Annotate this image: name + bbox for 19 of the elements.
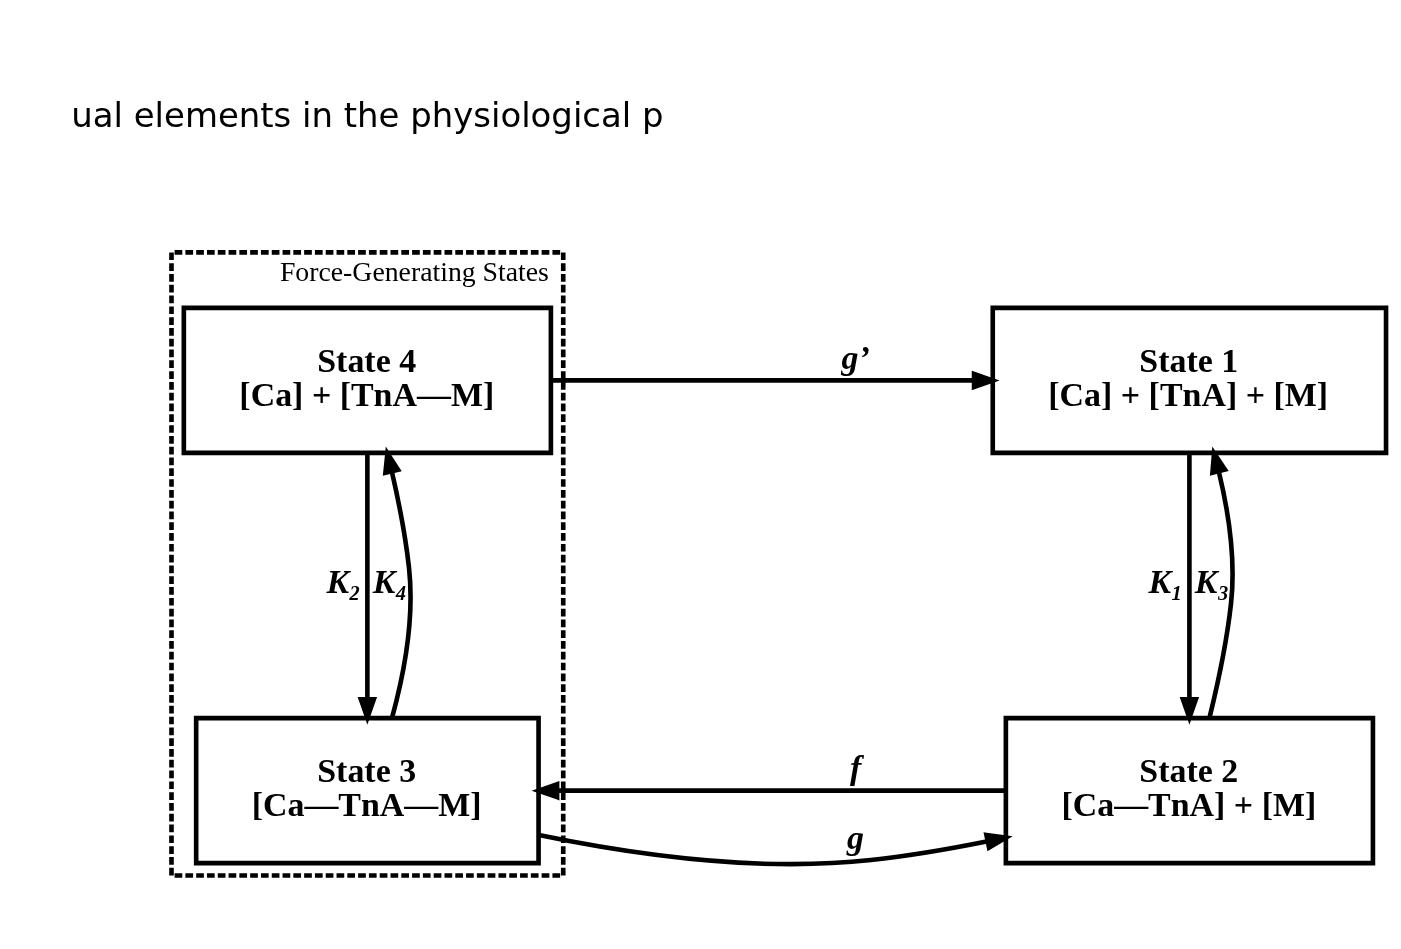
edge-label: K₂ xyxy=(326,562,361,600)
edge-label: f xyxy=(850,749,862,787)
edge-label: g’ xyxy=(841,339,870,377)
edge-label: K₁ xyxy=(1148,562,1183,600)
node-box: State 3 [Ca—TnA—M] xyxy=(193,715,541,866)
edge-label: g xyxy=(847,818,864,856)
arrow xyxy=(1179,453,1200,725)
arrow xyxy=(357,453,378,725)
node-box: State 2 [Ca—TnA] + [M] xyxy=(1003,715,1376,866)
arrow xyxy=(538,832,1013,867)
arrow xyxy=(531,780,1006,801)
edge-label: K₄ xyxy=(372,562,408,600)
arrow xyxy=(1207,446,1235,719)
label: ual elements in the physiological p xyxy=(71,95,664,135)
node-box: State 1 [Ca] + [TnA] + [M] xyxy=(990,305,1389,456)
arrow xyxy=(551,370,1000,391)
node-box: State 4 [Ca] + [TnA—M] xyxy=(181,305,554,456)
arrow xyxy=(382,446,413,719)
edge-label: K₃ xyxy=(1194,562,1230,600)
